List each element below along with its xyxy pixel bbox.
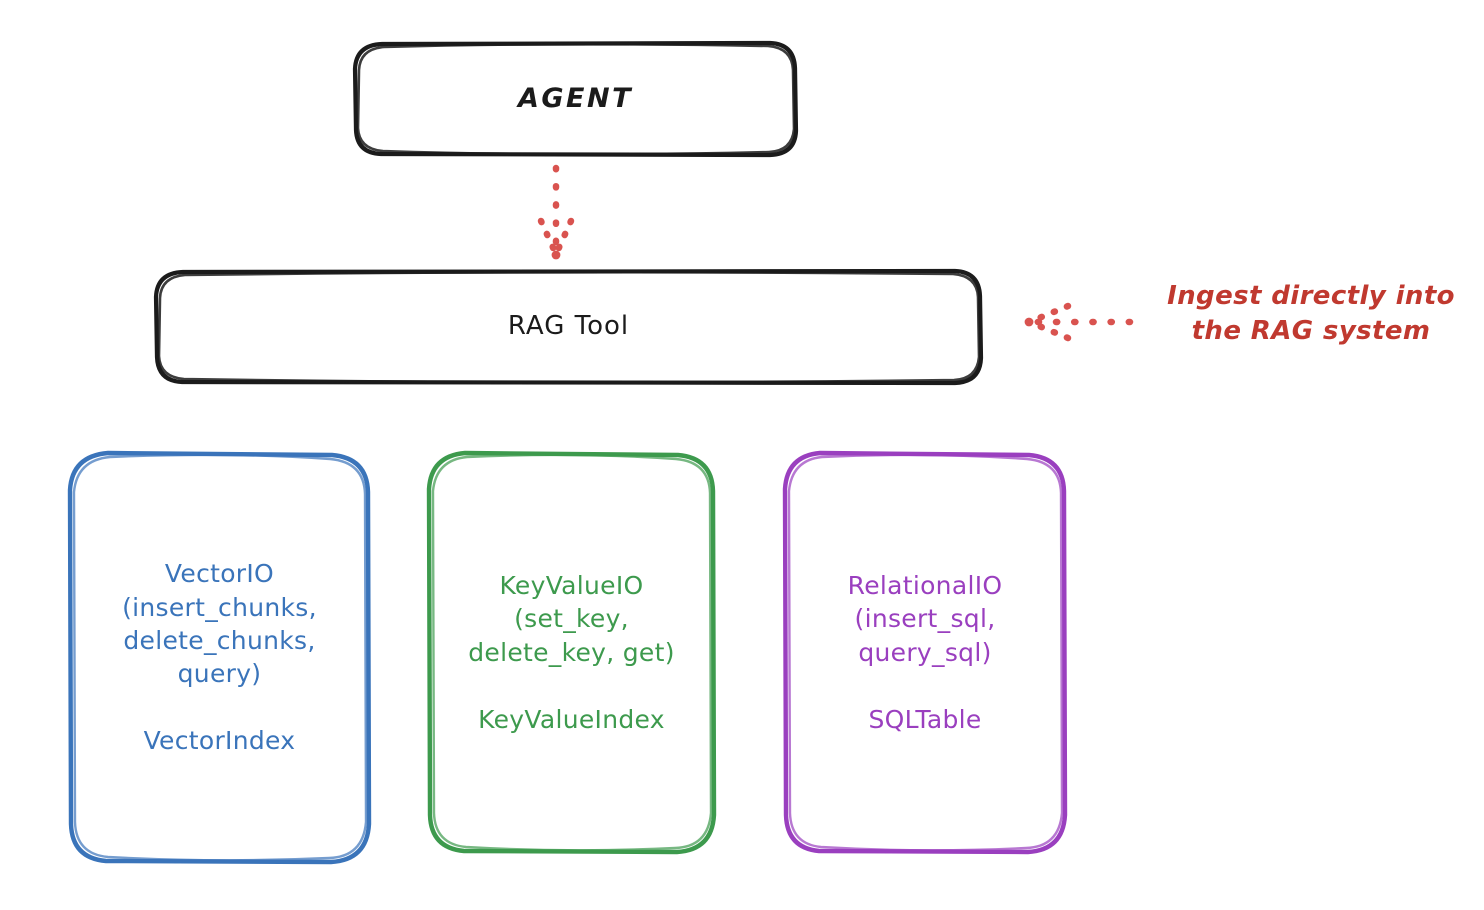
vector-io-box-outline bbox=[67, 450, 372, 865]
connector-ingest-to-rag-tool bbox=[1024, 302, 1134, 342]
agent-label: AGENT bbox=[517, 82, 633, 114]
key-value-index-label: KeyValueIndex bbox=[478, 704, 665, 734]
ingest-annotation-text: Ingest directly into the RAG system bbox=[1167, 281, 1455, 347]
connector-agent-to-rag-tool bbox=[537, 164, 575, 260]
agent-box-outline bbox=[352, 40, 799, 158]
rag-tool-box-outline bbox=[153, 268, 984, 386]
relational-io-node[interactable]: RelationalIO (insert_sql, query_sql) SQL… bbox=[786, 452, 1064, 853]
vector-index-label: VectorIndex bbox=[143, 726, 296, 756]
rag-tool-node[interactable]: RAG Tool bbox=[156, 270, 981, 384]
agent-node[interactable]: AGENT bbox=[355, 42, 796, 156]
key-value-io-box-outline bbox=[426, 450, 717, 855]
vector-io-api-label: VectorIO (insert_chunks, delete_chunks, … bbox=[122, 559, 317, 689]
vector-io-node[interactable]: VectorIO (insert_chunks, delete_chunks, … bbox=[70, 452, 369, 863]
key-value-io-node[interactable]: KeyValueIO (set_key, delete_key, get) Ke… bbox=[430, 452, 713, 853]
relational-io-box-outline bbox=[782, 450, 1068, 855]
relational-io-api-label: RelationalIO (insert_sql, query_sql) bbox=[847, 571, 1003, 667]
key-value-io-api-label: KeyValueIO (set_key, delete_key, get) bbox=[468, 571, 675, 667]
sql-table-label: SQLTable bbox=[868, 704, 982, 734]
rag-tool-label: RAG Tool bbox=[507, 311, 630, 342]
